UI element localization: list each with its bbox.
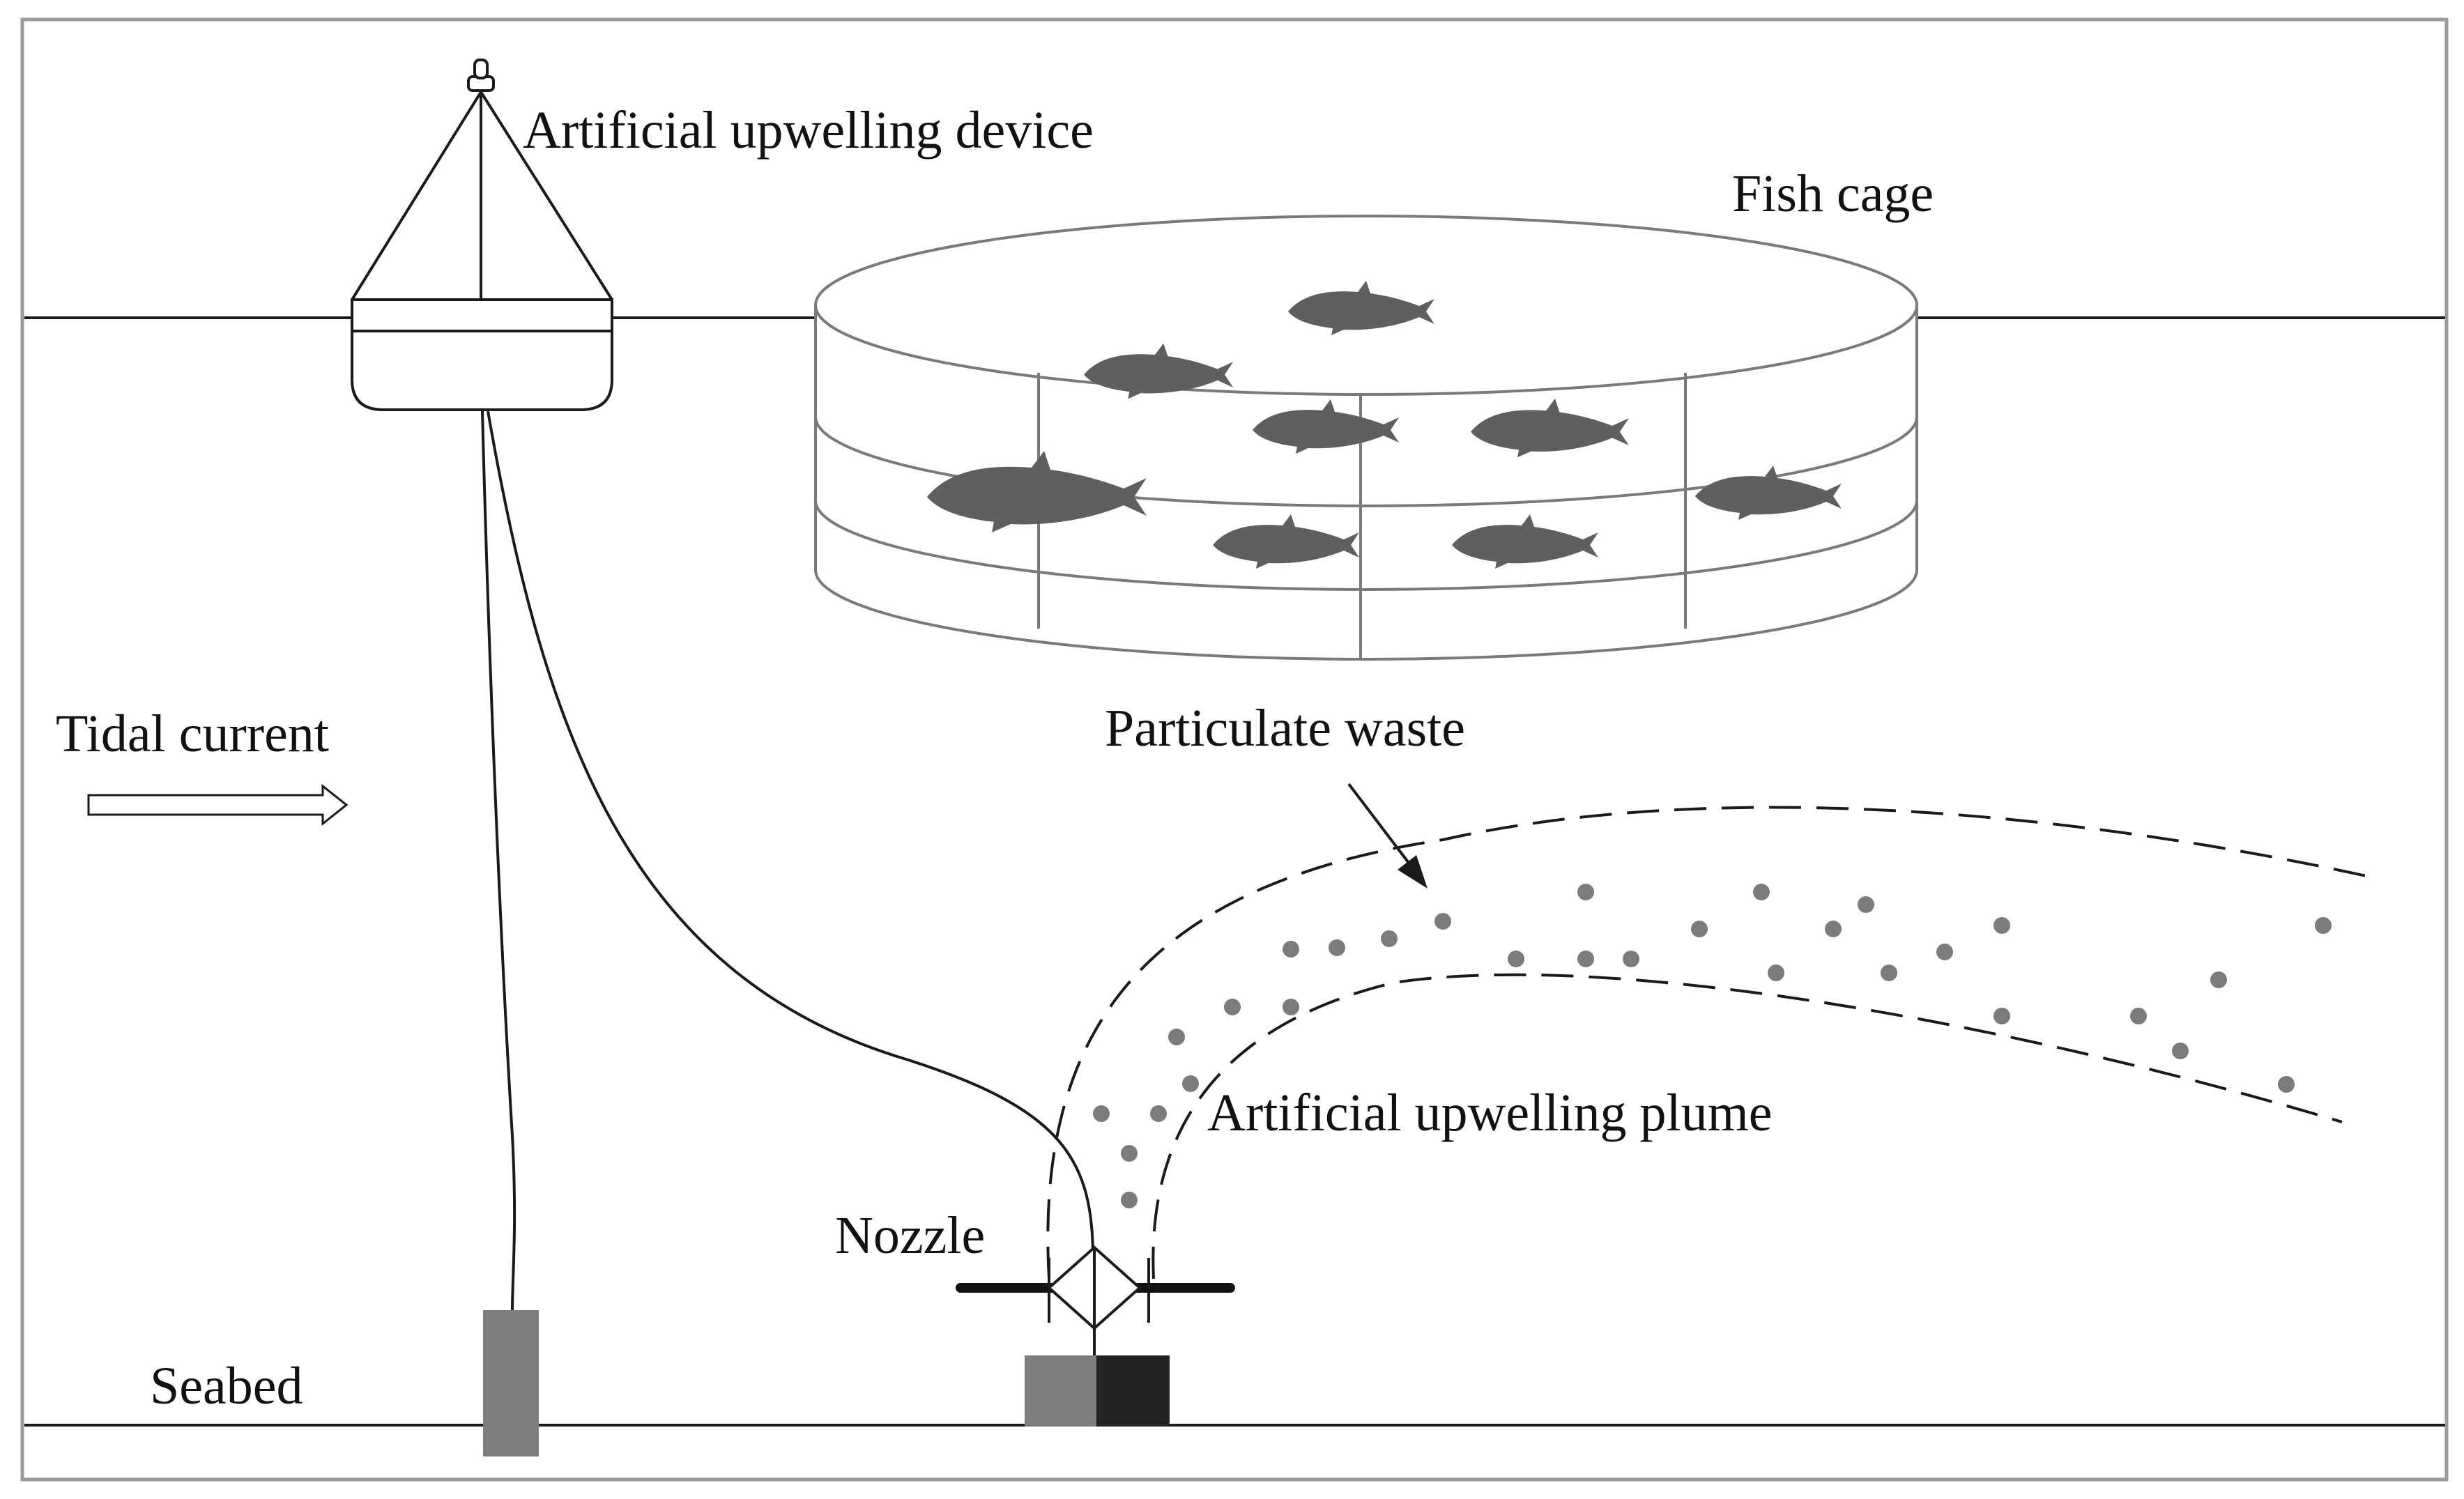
particle	[1381, 930, 1398, 947]
buoy-deck	[351, 298, 613, 332]
cage-bottom-ring	[814, 569, 1918, 661]
cage-ring-2	[814, 500, 1918, 591]
fish	[1471, 399, 1629, 458]
particle	[1283, 941, 1299, 958]
cage-ring-1	[814, 416, 1918, 507]
fish	[1695, 466, 1842, 520]
particle	[2172, 1043, 2189, 1059]
particle	[2210, 971, 2227, 988]
mooring-anchor	[483, 1310, 539, 1456]
particulate-waste-pointer	[1347, 783, 1416, 873]
particle	[1150, 1105, 1167, 1122]
supply-hose	[487, 410, 1094, 1259]
particle	[1768, 964, 1784, 981]
particle	[1753, 884, 1770, 900]
fish	[927, 451, 1147, 532]
particle	[2278, 1076, 2295, 1093]
nozzle-assembly	[956, 1245, 1235, 1427]
particle	[1994, 917, 2010, 934]
fish	[1253, 399, 1399, 454]
label-upwelling-device: Artificial upwelling device	[523, 101, 1094, 160]
particle	[1936, 944, 1953, 960]
particle	[1168, 1029, 1185, 1045]
fish	[1213, 514, 1359, 569]
particle	[1577, 951, 1594, 967]
mooring-line	[481, 410, 516, 1311]
plume-boundary-inner	[1151, 973, 2343, 1279]
particle	[1121, 1192, 1138, 1208]
buoy-mast-line-right	[480, 91, 613, 301]
particle	[1858, 896, 1874, 913]
particle	[2130, 1008, 2147, 1024]
particle	[1121, 1145, 1138, 1162]
particle	[1881, 964, 1897, 981]
particulate-waste-arrowhead	[1398, 855, 1428, 889]
buoy-mast-line-left	[351, 91, 482, 301]
particle	[1691, 921, 1708, 937]
figure-frame	[20, 17, 2449, 1482]
fish	[1452, 514, 1598, 569]
particle-group	[1093, 884, 2332, 1208]
particle	[2315, 917, 2332, 934]
particle	[1623, 951, 1639, 967]
tidal-current-arrow	[87, 783, 349, 827]
nozzle-base-dark	[1096, 1355, 1170, 1427]
particle	[1329, 939, 1345, 956]
particle	[1434, 913, 1451, 930]
particle	[1994, 1008, 2010, 1024]
particle	[1577, 884, 1594, 900]
upwelling-device	[351, 59, 613, 411]
label-tidal-current: Tidal current	[56, 705, 329, 763]
label-particulate-waste: Particulate waste	[1105, 699, 1465, 758]
particle	[1224, 999, 1241, 1015]
particle	[1093, 1105, 1110, 1122]
buoy-hull	[351, 330, 613, 411]
label-fish-cage: Fish cage	[1732, 164, 1934, 223]
plume-boundary-outer	[1046, 806, 2367, 1279]
particle	[1283, 999, 1299, 1015]
particle	[1508, 951, 1524, 967]
buoy-light	[473, 59, 489, 79]
label-nozzle: Nozzle	[835, 1206, 985, 1265]
particle	[1825, 921, 1842, 937]
particle	[1182, 1075, 1199, 1092]
label-seabed: Seabed	[150, 1357, 303, 1415]
label-upwelling-plume: Artificial upwelling plume	[1207, 1084, 1772, 1142]
nozzle-base-light	[1025, 1355, 1096, 1427]
